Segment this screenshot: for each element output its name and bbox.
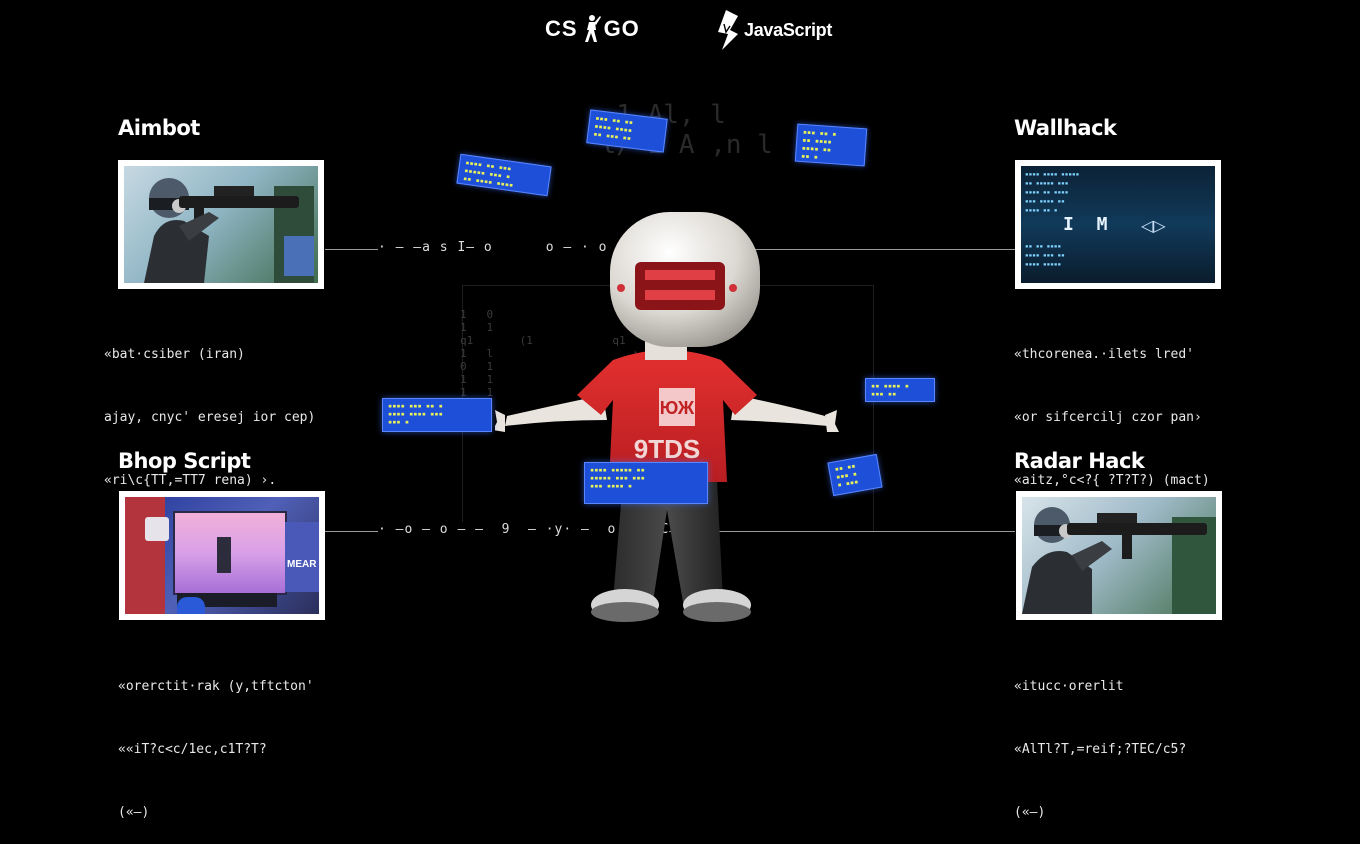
wallhack-code-line: «thcorenea.·ilets lred' xyxy=(1014,347,1195,362)
code-card: ▪▪▪▪ ▪▪▪ ▪▪ ▪ ▪▪▪▪ ▪▪▪▪ ▪▪▪ ▪▪▪ ▪ xyxy=(382,398,492,432)
top-connector-glyphs: · — —a s I— o o — · o > xyxy=(378,240,643,255)
radar-code-line: «AlTl?T,=reif;?TEC/c5? xyxy=(1014,742,1187,757)
aimbot-code: «bat·csiber (iran) ajay, cnyc' eresej io… xyxy=(104,302,315,512)
code-card: ▪▪ ▪▪▪▪ ▪ ▪▪▪ ▪▪ xyxy=(865,378,935,402)
radar-code-line: «itucc·orerlit xyxy=(1014,679,1124,694)
bottom-connector-glyphs: · —o — o — — 9 — ·y· — o C xyxy=(378,522,670,537)
aimbot-thumbnail xyxy=(118,160,324,289)
shirt-text: 9TDS xyxy=(634,434,700,464)
bhop-thumbnail: MEAR xyxy=(119,491,325,620)
soldier-icon xyxy=(584,15,601,42)
radar-title: Radar Hack xyxy=(1014,449,1145,473)
bhop-logo-tile xyxy=(145,517,169,541)
csgo-logo: CS GO xyxy=(545,14,640,44)
bottom-connector-line xyxy=(325,531,1015,532)
javascript-icon xyxy=(718,10,738,50)
wallhack-code-line: «or sifcercilj czor pan› xyxy=(1014,410,1202,425)
code-card: ▪▪▪▪ ▪▪▪▪▪ ▪▪ ▪▪▪▪▪ ▪▪▪ ▪▪▪ ▪▪▪ ▪▪▪▪ ▪ xyxy=(584,462,708,504)
radar-thumbnail xyxy=(1016,491,1222,620)
bhop-code-line: ««iT?c<c/1ec,c1T?T? xyxy=(118,742,267,757)
wallhack-screen-text: I M xyxy=(1063,214,1114,235)
wallhack-code-line: «aitz,°c<?{ ?T?T?) (mact) xyxy=(1014,473,1210,488)
soldier-aiming-image xyxy=(144,178,314,283)
radar-code-line: («—) xyxy=(1014,805,1046,820)
bhop-code: «orerctit·rak (y,tftcton' ««iT?c<c/1ec,c… xyxy=(118,634,314,844)
csgo-logo-right: GO xyxy=(603,16,640,41)
radar-code: «itucc·orerlit «AlTl?T,=reif;?TEC/c5? («… xyxy=(1014,634,1186,844)
javascript-label: JavaScript xyxy=(744,19,833,40)
svg-text:ЮЖ: ЮЖ xyxy=(660,398,695,418)
bhop-code-line: («—) xyxy=(118,805,150,820)
bhop-screen-text: MEAR xyxy=(287,559,317,570)
wallhack-thumbnail: ▪▪▪▪ ▪▪▪▪ ▪▪▪▪▪ ▪▪ ▪▪▪▪▪ ▪▪▪ ▪▪▪▪ ▪▪ ▪▪▪… xyxy=(1015,160,1221,289)
code-card: ▪▪ ▪▪ ▪▪▪ ▪ ▪ ▪▪▪ xyxy=(827,453,883,497)
aimbot-code-line: «bat·csiber (iran) xyxy=(104,347,245,362)
diamond-icon: ◁▷ xyxy=(1141,216,1166,235)
aimbot-title: Aimbot xyxy=(118,116,200,140)
code-card: ▪▪▪▪ ▪▪ ▪▪▪ ▪▪▪▪▪ ▪▪▪ ▪ ▪▪ ▪▪▪▪ ▪▪▪▪ xyxy=(456,153,552,197)
csgo-logo-left: CS xyxy=(545,16,578,41)
wallhack-code-overlay: ▪▪▪▪ ▪▪▪▪ ▪▪▪▪▪ ▪▪ ▪▪▪▪▪ ▪▪▪ ▪▪▪▪ ▪▪ ▪▪▪… xyxy=(1025,171,1080,268)
code-card: ▪▪▪ ▪▪ ▪ ▪▪ ▪▪▪▪ ▪▪▪▪ ▪▪ ▪▪ ▪ xyxy=(794,123,868,167)
wallhack-title: Wallhack xyxy=(1014,116,1117,140)
bhop-title: Bhop Script xyxy=(118,449,251,473)
soldier-aiming-image xyxy=(1022,507,1216,614)
aimbot-code-line: «ri\c{TT,=TT7 rena) ›. xyxy=(104,473,277,488)
aimbot-code-line: ajay, cnyc' eresej ior cep) xyxy=(104,410,316,425)
bhop-code-line: «orerctit·rak (y,tftcton' xyxy=(118,679,314,694)
javascript-logo: JavaScript xyxy=(716,10,832,50)
robot-character: ЮЖ 9TDS xyxy=(495,212,839,622)
